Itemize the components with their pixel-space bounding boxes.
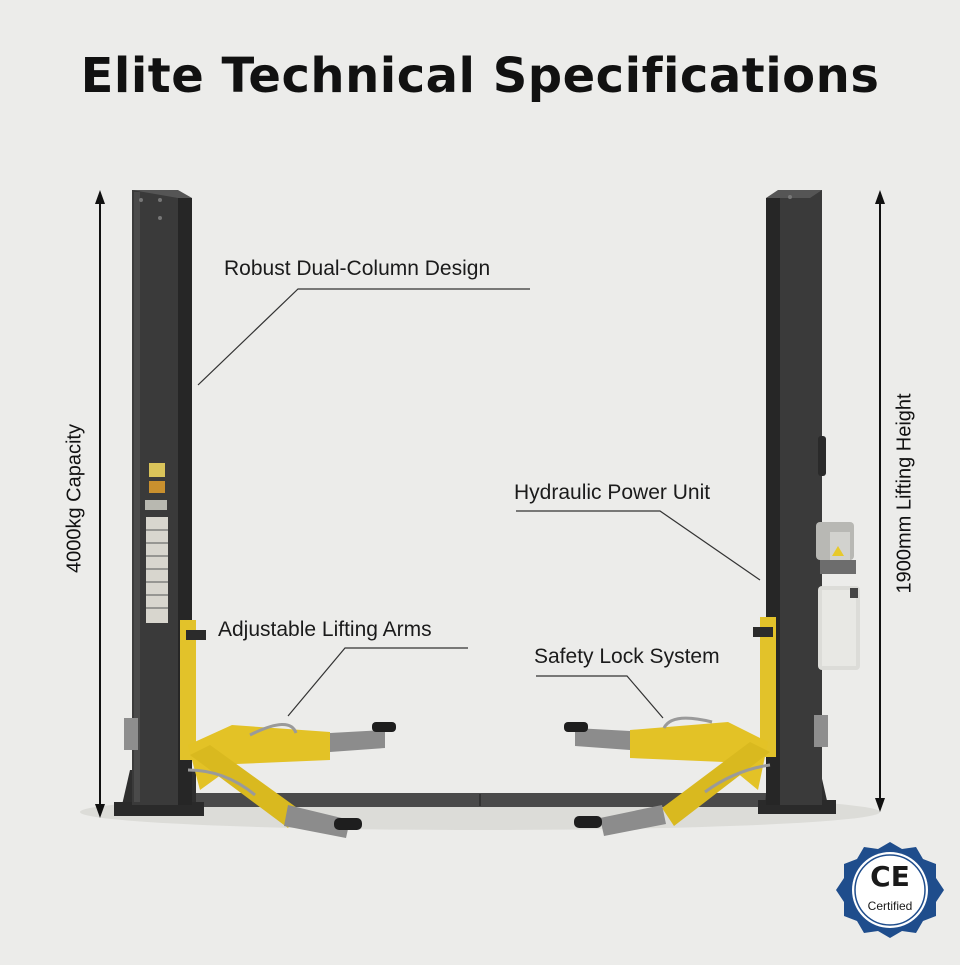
height-dimension-arrow — [875, 190, 885, 812]
left-lifting-arms — [187, 722, 396, 838]
arm-pad — [334, 818, 362, 830]
base-plate — [190, 793, 775, 807]
leader-arms — [287, 647, 468, 717]
leader-hydraulic — [516, 510, 761, 581]
leader-safety — [536, 675, 664, 719]
right-carriage — [760, 617, 776, 757]
left-carriage — [180, 620, 196, 760]
sticker — [145, 500, 167, 510]
arm-pad — [372, 722, 396, 732]
callout-hydraulic-power-unit: Hydraulic Power Unit — [514, 481, 711, 504]
sticker — [149, 481, 165, 493]
sticker — [149, 463, 165, 477]
leader-lines — [197, 288, 761, 719]
callout-dual-column: Robust Dual-Column Design — [224, 257, 491, 280]
leader-dual-column — [197, 288, 530, 386]
arm-pad — [574, 816, 602, 828]
callout-safety-lock: Safety Lock System — [534, 645, 720, 668]
hydraulic-power-unit — [816, 522, 860, 670]
capacity-dimension-arrow — [95, 190, 105, 818]
left-column — [114, 190, 206, 816]
ce-mark: CE — [870, 860, 910, 893]
page-title: Elite Technical Specifications — [80, 48, 880, 104]
certified-label: Certified — [867, 899, 913, 913]
warning-label — [146, 517, 168, 623]
right-lifting-arms — [564, 716, 771, 836]
capacity-label: 4000kg Capacity — [63, 424, 86, 573]
right-column — [753, 190, 836, 814]
ce-certified-badge — [836, 842, 944, 938]
callout-lifting-arms: Adjustable Lifting Arms — [218, 618, 432, 641]
lifting-height-label: 1900mm Lifting Height — [893, 393, 916, 594]
arm-pad — [564, 722, 588, 732]
